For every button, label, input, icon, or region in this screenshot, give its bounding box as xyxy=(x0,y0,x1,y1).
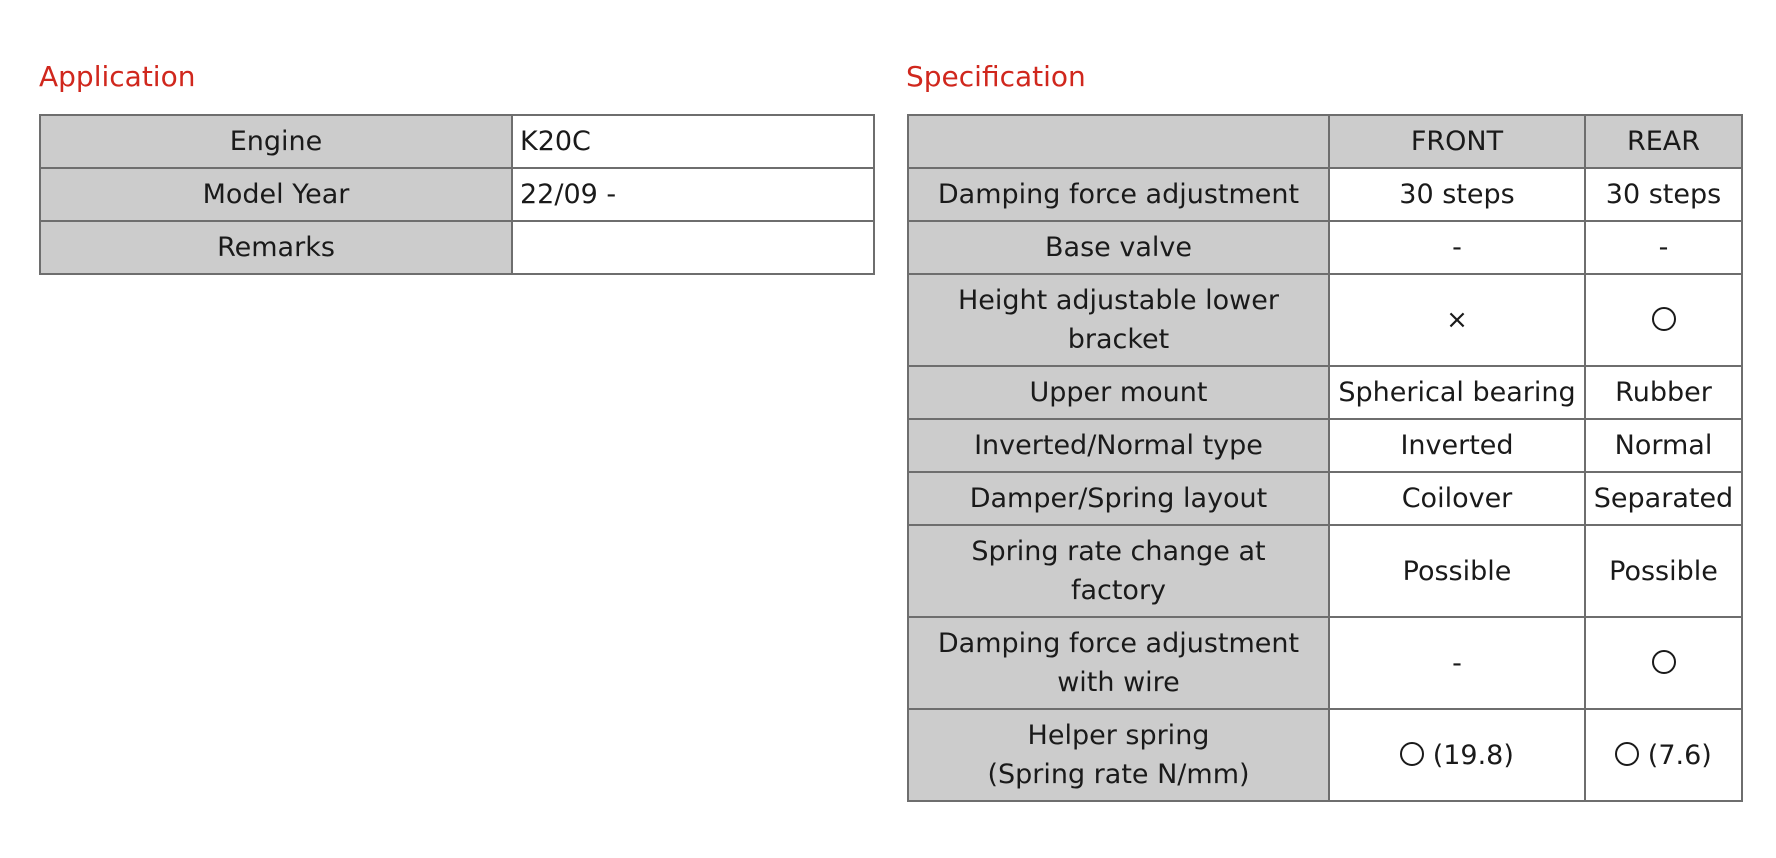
row-label: Damper/Spring layout xyxy=(907,471,1330,526)
row-label-line-1: Damping force adjustment xyxy=(937,628,1300,659)
row-label-line-2: bracket xyxy=(1067,324,1170,355)
row-label-engine: Engine xyxy=(39,114,513,169)
row-label-remarks: Remarks xyxy=(39,220,513,275)
rear-value: - xyxy=(1584,220,1743,275)
column-header-front: FRONT xyxy=(1328,114,1586,169)
table-row: Damper/Spring layout Coilover Separated xyxy=(907,471,1743,526)
rear-value: 30 steps xyxy=(1584,167,1743,222)
row-label-model-year: Model Year xyxy=(39,167,513,222)
cross-icon: × xyxy=(1446,305,1468,335)
row-label: Base valve xyxy=(907,220,1330,275)
row-label-line-2: factory xyxy=(1070,575,1167,606)
front-value: Inverted xyxy=(1328,418,1586,473)
row-value-model-year: 22/09 - xyxy=(511,167,875,222)
rear-value: Rubber xyxy=(1584,365,1743,420)
rear-value: Possible xyxy=(1584,524,1743,618)
table-row: Inverted/Normal type Inverted Normal xyxy=(907,418,1743,473)
front-value: Spherical bearing xyxy=(1328,365,1586,420)
row-label: Spring rate change at factory xyxy=(907,524,1330,618)
application-table: Engine K20C Model Year 22/09 - Remarks xyxy=(39,114,875,275)
table-row: Damping force adjustment with wire - xyxy=(907,616,1743,710)
row-label-line-1: Helper spring xyxy=(1027,720,1210,751)
rear-value: Normal xyxy=(1584,418,1743,473)
row-label: Damping force adjustment with wire xyxy=(907,616,1330,710)
circle-icon xyxy=(1651,307,1676,331)
application-title: Application xyxy=(39,60,196,93)
front-value: Possible xyxy=(1328,524,1586,618)
specification-table: FRONT REAR Damping force adjustment 30 s… xyxy=(907,114,1743,802)
table-row: Upper mount Spherical bearing Rubber xyxy=(907,365,1743,420)
rear-spring-rate: (7.6) xyxy=(1647,739,1712,771)
table-row: Damping force adjustment 30 steps 30 ste… xyxy=(907,167,1743,222)
row-label: Inverted/Normal type xyxy=(907,418,1330,473)
row-label: Height adjustable lower bracket xyxy=(907,273,1330,367)
table-row: Helper spring (Spring rate N/mm) (19.8) (… xyxy=(907,708,1743,802)
front-spring-rate: (19.8) xyxy=(1432,739,1514,771)
table-row: Remarks xyxy=(39,220,875,275)
front-value: - xyxy=(1328,220,1586,275)
column-header-rear: REAR xyxy=(1584,114,1743,169)
table-row: Spring rate change at factory Possible Po… xyxy=(907,524,1743,618)
rear-value xyxy=(1584,273,1743,367)
circle-icon xyxy=(1400,742,1425,766)
rear-value: (7.6) xyxy=(1584,708,1743,802)
front-value: Coilover xyxy=(1328,471,1586,526)
front-value: - xyxy=(1328,616,1586,710)
row-value-remarks xyxy=(511,220,875,275)
table-row: Engine K20C xyxy=(39,114,875,169)
row-value-engine: K20C xyxy=(511,114,875,169)
front-value: (19.8) xyxy=(1328,708,1586,802)
table-row: Base valve - - xyxy=(907,220,1743,275)
circle-icon xyxy=(1615,742,1640,766)
header-blank-cell xyxy=(907,114,1330,169)
table-row: Model Year 22/09 - xyxy=(39,167,875,222)
table-header-row: FRONT REAR xyxy=(907,114,1743,169)
rear-value: Separated xyxy=(1584,471,1743,526)
row-label: Damping force adjustment xyxy=(907,167,1330,222)
table-row: Height adjustable lower bracket × xyxy=(907,273,1743,367)
row-label-line-2: with wire xyxy=(1057,667,1180,698)
row-label: Upper mount xyxy=(907,365,1330,420)
row-label-line-2: (Spring rate N/mm) xyxy=(987,759,1250,790)
row-label-line-1: Height adjustable lower xyxy=(958,285,1279,316)
front-value: 30 steps xyxy=(1328,167,1586,222)
specification-title: Specification xyxy=(906,60,1086,93)
row-label-line-1: Spring rate change at xyxy=(971,536,1266,567)
circle-icon xyxy=(1651,650,1676,674)
rear-value xyxy=(1584,616,1743,710)
row-label: Helper spring (Spring rate N/mm) xyxy=(907,708,1330,802)
front-value: × xyxy=(1328,273,1586,367)
